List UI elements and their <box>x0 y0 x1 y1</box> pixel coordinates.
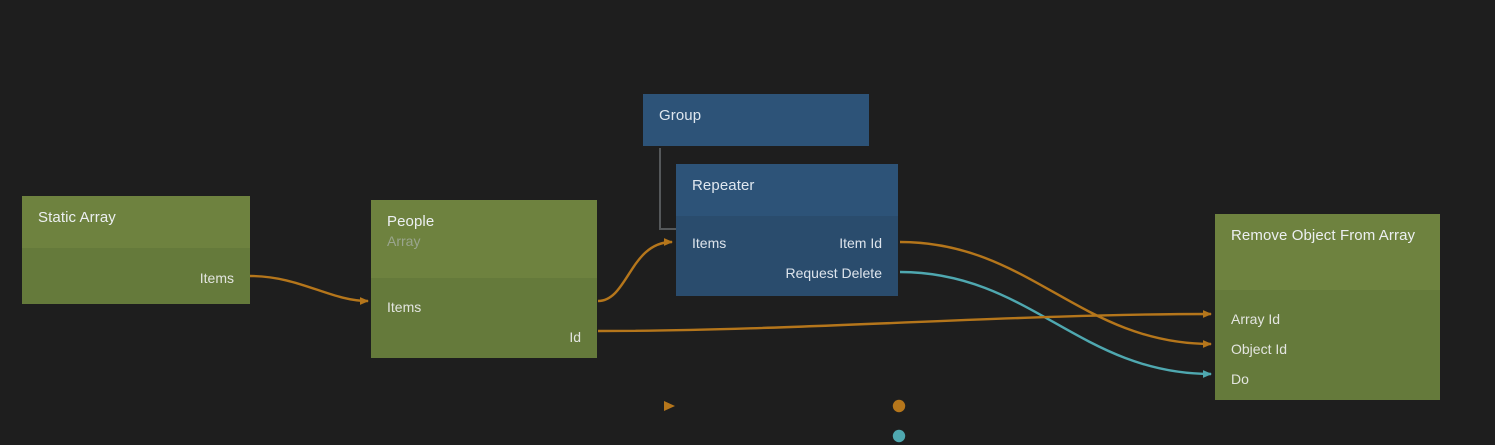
port-repeater-out-request-delete[interactable]: Request Delete <box>676 258 898 288</box>
node-repeater-body: Items Item Id Request Delete <box>676 216 898 296</box>
node-repeater-header[interactable]: Repeater <box>676 164 898 216</box>
port-label: Request Delete <box>785 265 882 281</box>
port-label: Array Id <box>1231 311 1281 327</box>
port-label: Items <box>199 270 234 286</box>
port-remove-in-array-id[interactable]: Array Id <box>1215 304 1440 334</box>
node-people-title: People <box>387 213 435 230</box>
node-remove-object-from-array-title: Remove Object From Array <box>1231 227 1416 244</box>
port-label: Items <box>387 299 422 315</box>
port-label: Do <box>1231 371 1249 387</box>
port-label: Object Id <box>1231 341 1288 357</box>
wire-people-id-to-array-id <box>597 310 1212 333</box>
node-remove-object-from-array-body: Array Id Object Id Do <box>1215 290 1440 400</box>
node-repeater[interactable]: Repeater Items Item Id Request Delete <box>664 164 906 443</box>
port-repeater-row-items-itemid[interactable]: Items Item Id <box>676 228 898 258</box>
node-group[interactable]: Group <box>643 94 869 146</box>
node-group-title: Group <box>659 107 702 124</box>
wire-repeater-request-delete-to-do <box>899 270 1212 378</box>
node-people-body: Items Id <box>371 278 597 358</box>
node-remove-object-from-array-header[interactable]: Remove Object From Array <box>1215 214 1440 290</box>
node-static-array-header[interactable]: Static Array <box>22 196 250 248</box>
node-static-array-body: Items <box>22 248 250 304</box>
port-dot-repeater-item-id[interactable] <box>892 399 906 413</box>
port-remove-in-do[interactable]: Do <box>1215 364 1440 394</box>
node-group-header[interactable]: Group <box>643 94 869 146</box>
wire-people-items-to-repeater-items <box>597 238 673 303</box>
node-static-array[interactable]: Static Array Items <box>22 196 250 304</box>
node-people-header[interactable]: People Array <box>371 200 597 278</box>
port-people-in-items[interactable]: Items <box>371 292 597 322</box>
wire-repeater-item-id-to-object-id <box>899 240 1212 348</box>
node-people-subtitle: Array <box>387 233 421 249</box>
node-people[interactable]: People Array Items Id <box>371 200 597 358</box>
port-people-out-id[interactable]: Id <box>371 322 597 352</box>
wire-static-array-items-to-people-items <box>249 274 369 305</box>
port-static-array-out-items[interactable]: Items <box>22 263 250 293</box>
port-dot-repeater-request-delete[interactable] <box>892 429 906 443</box>
node-repeater-title: Repeater <box>692 177 755 194</box>
port-remove-in-object-id[interactable]: Object Id <box>1215 334 1440 364</box>
node-remove-object-from-array[interactable]: Remove Object From Array Array Id Object… <box>1215 214 1440 400</box>
node-static-array-title: Static Array <box>38 209 116 226</box>
port-label-items: Items <box>692 235 727 251</box>
port-arrow-repeater-items-input[interactable] <box>664 400 676 412</box>
port-label: Id <box>569 329 581 345</box>
port-label-item-id: Item Id <box>839 235 882 251</box>
